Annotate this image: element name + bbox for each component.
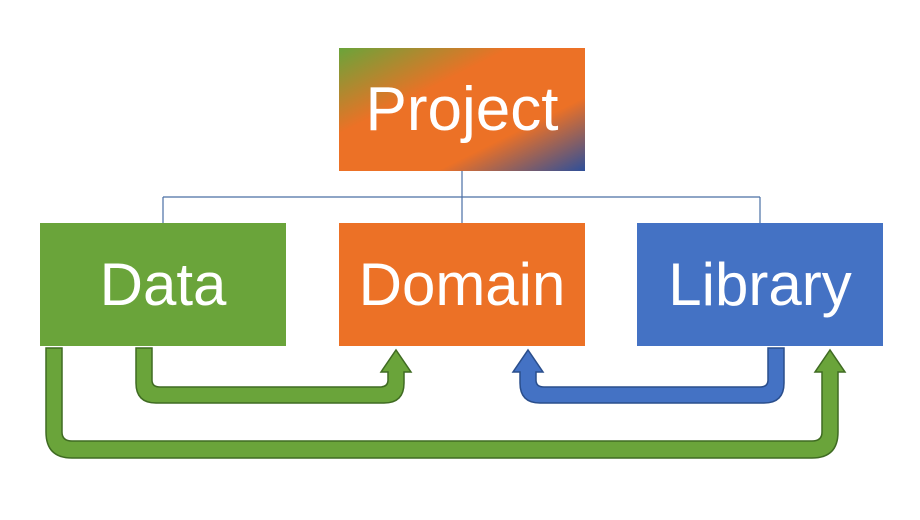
domain-label: Domain	[358, 250, 566, 318]
library-label: Library	[668, 250, 852, 318]
domain-node: Domain	[339, 223, 585, 346]
data-label: Data	[99, 250, 227, 318]
project-node: Project	[339, 48, 585, 171]
hierarchy-lines	[162, 171, 761, 223]
data-to-domain-arrow	[135, 347, 413, 404]
project-box-fill	[339, 48, 585, 171]
library-node: Library	[637, 223, 883, 346]
project-label: Project	[365, 74, 559, 144]
data-to-library-arrow	[45, 347, 847, 459]
data-node: Data	[40, 223, 286, 346]
library-to-domain-arrow	[511, 347, 785, 404]
